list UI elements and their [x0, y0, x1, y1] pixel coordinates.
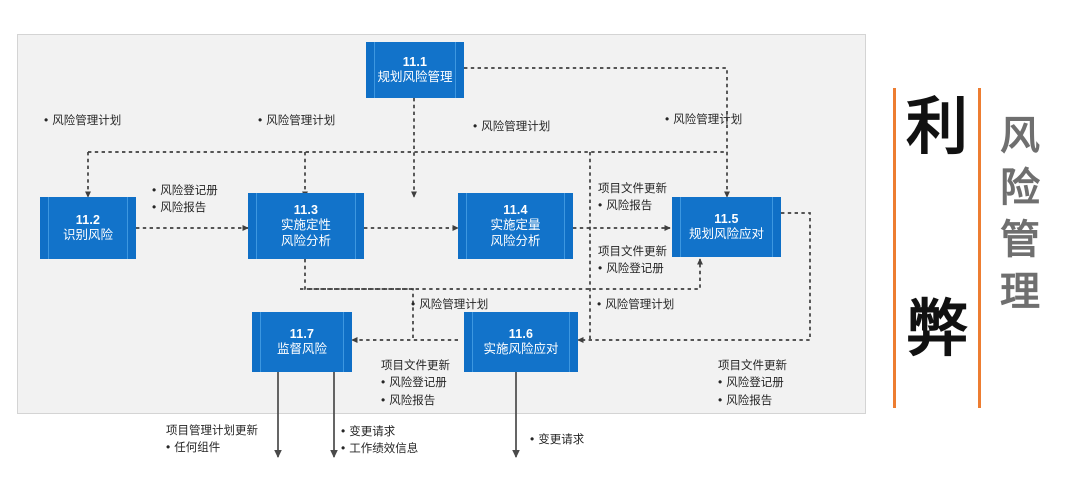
title-vertical-char-4: 理: [1000, 269, 1040, 315]
label-doc-update-report: 项目文件更新 风险报告: [598, 181, 667, 215]
node-11-5[interactable]: 11.5 规划风险应对: [672, 197, 781, 257]
label-right-report: 风险报告: [718, 392, 787, 409]
label-doc-update-2: 项目文件更新: [598, 246, 667, 258]
node-11-3-number: 11.3: [293, 203, 319, 218]
label-plan-a: 风险管理计划: [44, 112, 121, 129]
label-change-request: 变更请求: [341, 423, 418, 440]
node-11-3-label-1: 实施定性: [280, 218, 331, 233]
label-risk-register: 风险登记册: [152, 182, 218, 199]
label-right-outputs: 项目文件更新 风险登记册 风险报告: [718, 358, 787, 409]
node-11-7-inner: [260, 312, 344, 372]
title-vertical-char-3: 管: [1000, 217, 1040, 263]
node-11-6[interactable]: 11.6 实施风险应对: [464, 312, 578, 372]
label-right-register: 风险登记册: [718, 374, 787, 391]
label-center-register: 风险登记册: [381, 374, 450, 391]
node-11-2-label: 识别风险: [62, 228, 113, 242]
accent-rule-right: [978, 88, 981, 408]
title-big-char-bottom: 弊: [905, 292, 968, 365]
node-11-7[interactable]: 11.7 监督风险: [252, 312, 352, 372]
node-11-1-number: 11.1: [402, 54, 428, 69]
title-vertical-char-1: 风: [1000, 113, 1040, 159]
label-plan-d: 风险管理计划: [665, 111, 742, 128]
accent-rule-left: [893, 88, 896, 408]
label-plan-b: 风险管理计划: [258, 112, 335, 129]
label-plan-b-text: 风险管理计划: [258, 112, 335, 129]
label-center-report: 风险报告: [381, 392, 450, 409]
title-vertical-text: 风 险 管 理: [989, 110, 1051, 318]
label-doc-update-1-report: 风险报告: [598, 197, 667, 214]
label-change-request-group: 变更请求 工作绩效信息: [341, 423, 418, 458]
node-11-3-label-2: 风险分析: [280, 233, 331, 248]
label-plan-mid: 风险管理计划: [411, 296, 488, 313]
label-risk-register-report: 风险登记册 风险报告: [152, 182, 218, 217]
node-11-7-label: 监督风险: [276, 342, 327, 356]
node-11-6-number: 11.6: [508, 326, 534, 341]
label-plan-mid-text: 风险管理计划: [411, 296, 488, 313]
label-change-request-2: 变更请求: [530, 431, 584, 448]
label-plan-right-text: 风险管理计划: [597, 296, 674, 313]
title-vertical-char-2: 险: [1000, 165, 1040, 211]
label-plan-c: 风险管理计划: [473, 118, 550, 135]
node-11-4-inner: [466, 193, 565, 259]
label-pm-plan-update-head: 项目管理计划更新: [166, 425, 258, 437]
node-11-5-number: 11.5: [714, 211, 739, 226]
label-pm-plan-update: 项目管理计划更新 任何组件: [166, 423, 258, 457]
node-11-1-inner: [374, 42, 456, 98]
node-11-4-number: 11.4: [503, 203, 528, 218]
edge-11-3-down-to-11-7-row: [304, 259, 414, 340]
node-11-2-inner: [48, 197, 128, 259]
node-11-5-inner: [680, 197, 773, 257]
label-plan-d-text: 风险管理计划: [665, 111, 742, 128]
node-11-3[interactable]: 11.3 实施定性 风险分析: [248, 193, 364, 259]
node-11-6-label: 实施风险应对: [483, 342, 559, 356]
edge-11-1-right-bus: [464, 67, 728, 152]
label-plan-right: 风险管理计划: [597, 296, 674, 313]
label-change-request-2-text: 变更请求: [530, 431, 584, 448]
label-doc-update-register: 项目文件更新 风险登记册: [598, 244, 667, 278]
node-11-3-inner: [256, 193, 356, 259]
label-center-doc-update: 项目文件更新: [381, 360, 450, 372]
label-plan-c-text: 风险管理计划: [473, 118, 550, 135]
label-center-outputs: 项目文件更新 风险登记册 风险报告: [381, 358, 450, 409]
node-11-4-label-2: 风险分析: [490, 233, 541, 248]
title-panel: 利 弊 风 险 管 理: [893, 88, 1068, 408]
label-work-performance-info: 工作绩效信息: [341, 440, 418, 457]
label-risk-report: 风险报告: [152, 199, 218, 216]
node-11-4-label-1: 实施定量: [490, 218, 541, 233]
label-any-component: 任何组件: [166, 439, 258, 456]
label-right-doc-update: 项目文件更新: [718, 360, 787, 372]
node-11-1[interactable]: 11.1 规划风险管理: [366, 42, 464, 98]
node-11-1-label: 规划风险管理: [377, 70, 453, 84]
title-big-char-top: 利: [905, 90, 968, 163]
node-11-2[interactable]: 11.2 识别风险: [40, 197, 136, 259]
node-11-5-label: 规划风险应对: [688, 227, 764, 241]
label-doc-update-2-register: 风险登记册: [598, 260, 667, 277]
node-11-2-number: 11.2: [75, 212, 101, 227]
node-11-7-number: 11.7: [289, 326, 315, 341]
node-11-6-inner: [472, 312, 570, 372]
edge-11-5-to-11-6: [577, 212, 811, 343]
label-doc-update-1: 项目文件更新: [598, 183, 667, 195]
label-plan-a-text: 风险管理计划: [44, 112, 121, 129]
node-11-4[interactable]: 11.4 实施定量 风险分析: [458, 193, 573, 259]
